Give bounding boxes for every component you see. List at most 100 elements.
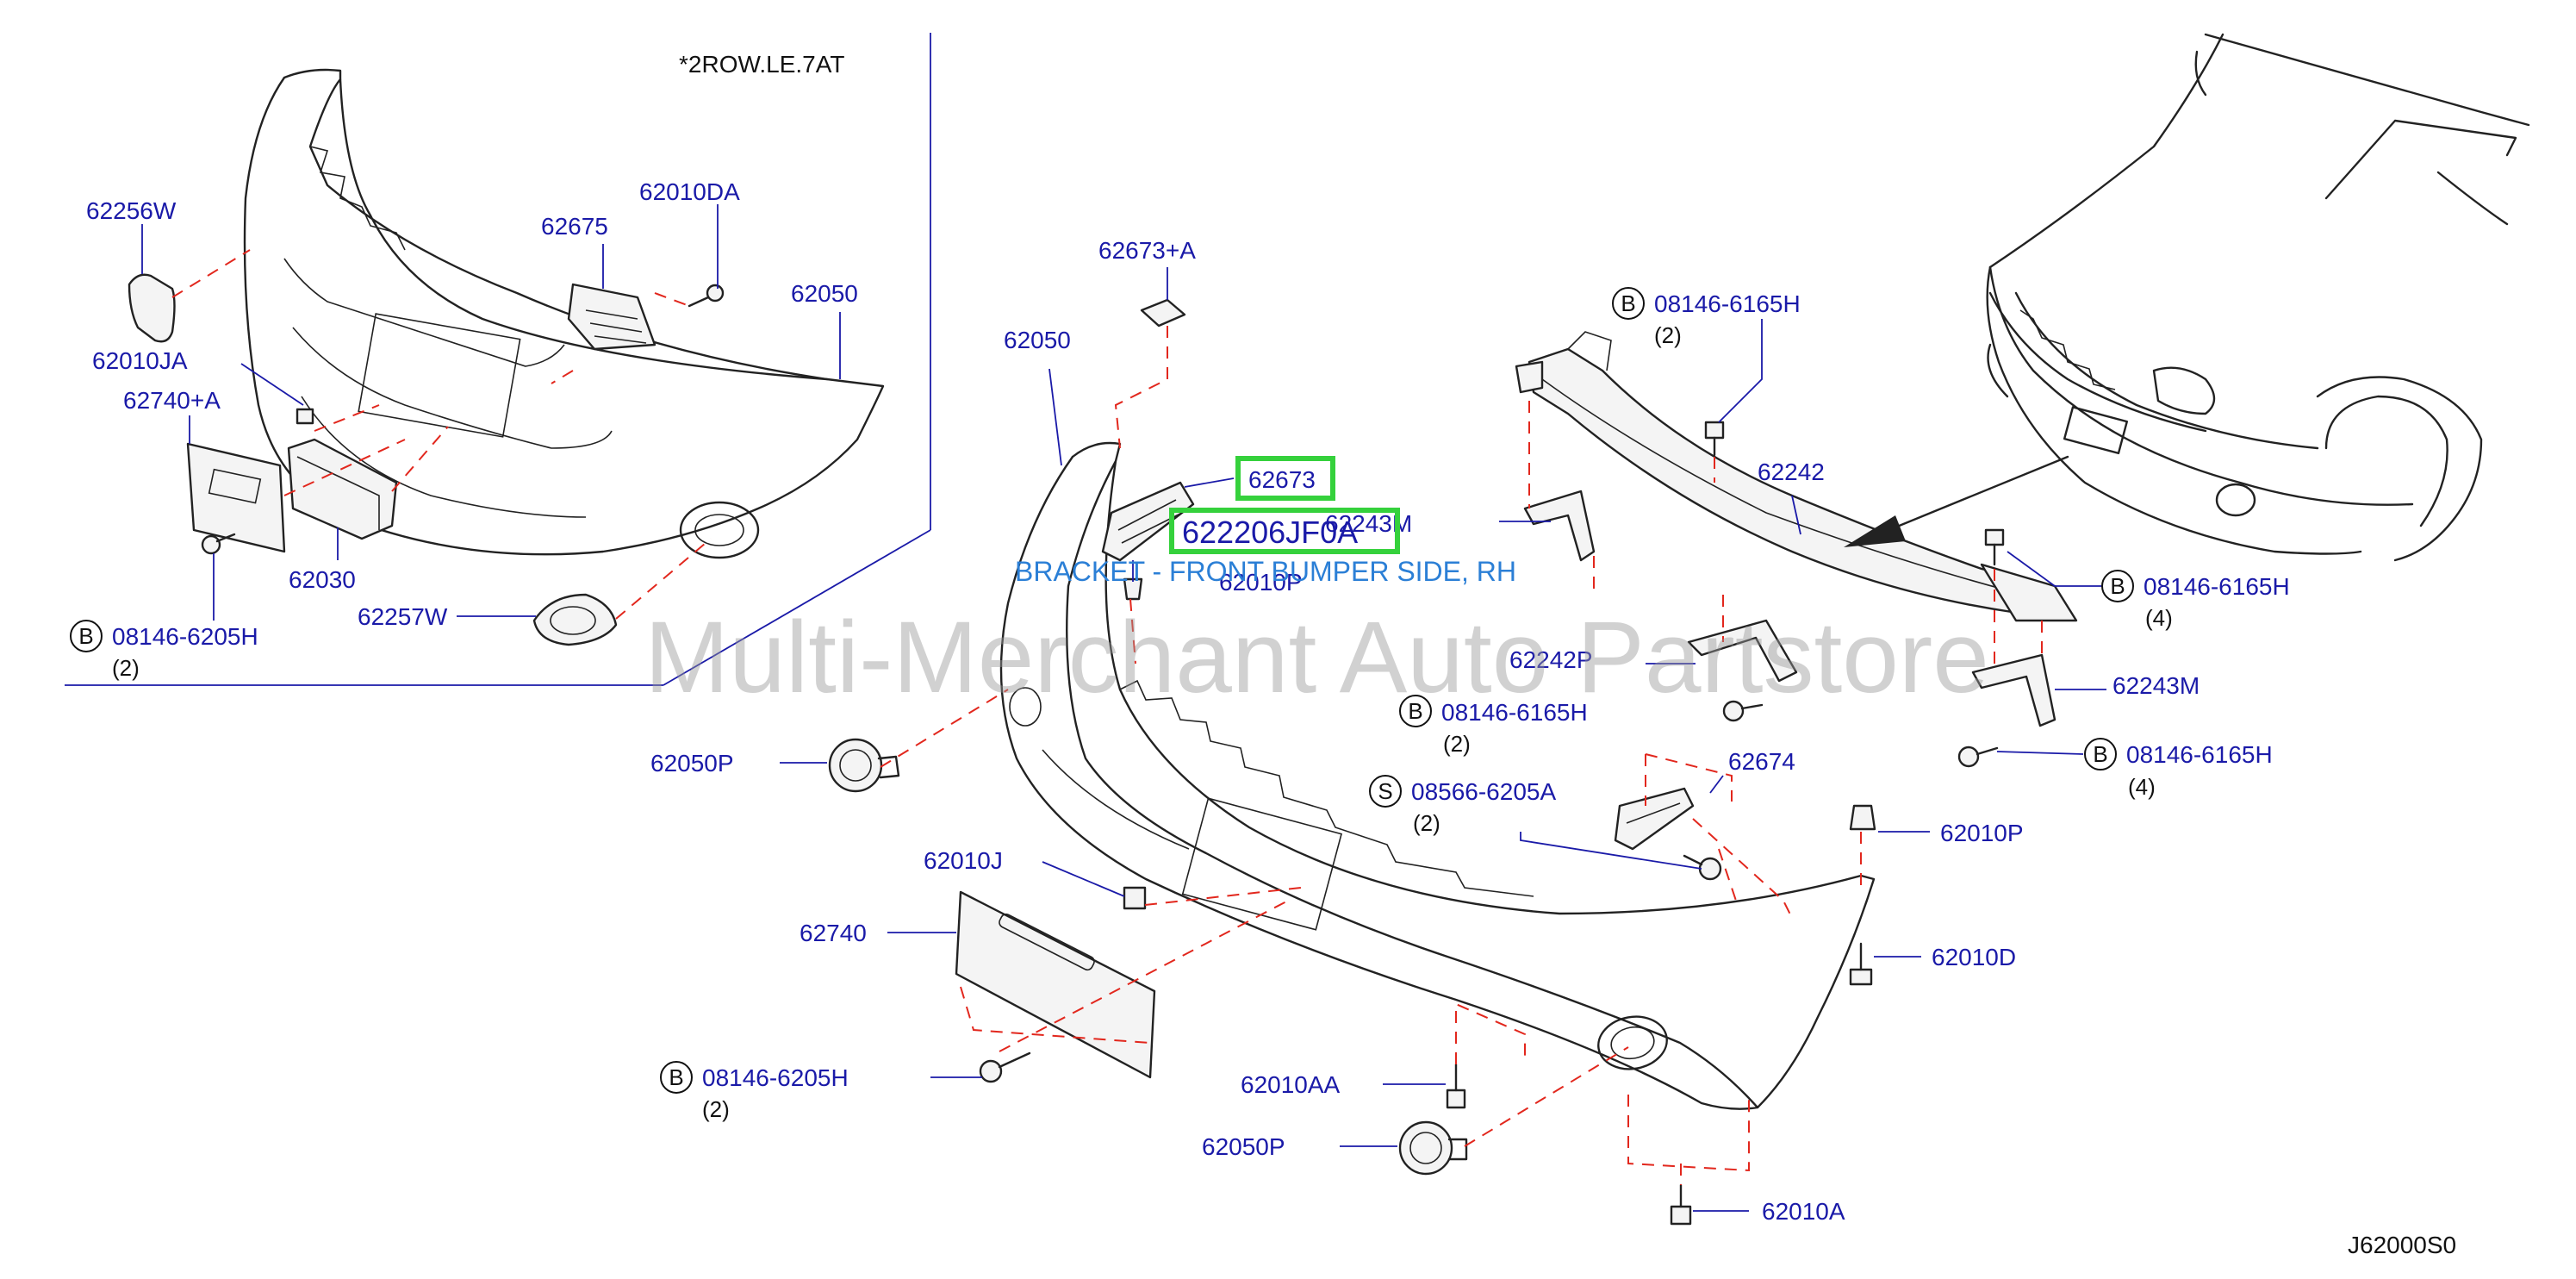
label-62256W[interactable]: 62256W	[86, 197, 177, 224]
label-62242[interactable]: 62242	[1758, 459, 1825, 485]
callout-b-left-text: B	[78, 623, 93, 649]
label-62010J[interactable]: 62010J	[924, 847, 1003, 874]
bolt-08146-6205H-left	[201, 533, 236, 555]
bolt-08566-6205A	[1683, 854, 1722, 881]
bolt-08146-6165H-top	[1704, 421, 1725, 457]
label-62257W[interactable]: 62257W	[358, 603, 448, 630]
vehicle-outline	[1986, 33, 2530, 562]
diagram-code: J62000S0	[2348, 1232, 2456, 1258]
callout-s-text: S	[1378, 778, 1392, 804]
highlight-part-box[interactable]	[1235, 456, 1335, 501]
highlight-description: BRACKET - FRONT BUMPER SIDE, RH	[1015, 556, 1516, 587]
bolt-08146-6165H-mid	[1722, 700, 1764, 722]
part-62740A	[186, 442, 286, 553]
part-62050P-lower	[1398, 1120, 1468, 1176]
callout-b-bottom	[660, 1061, 693, 1094]
qty-08146-6165H-right-bottom: (4)	[2128, 774, 2156, 800]
labels: *2ROW.LE.7AT 62256W 62010DA 62675 62050 …	[70, 51, 2456, 1258]
part-62673A	[1140, 298, 1186, 328]
part-62243M-right	[1971, 653, 2056, 727]
label-62242P[interactable]: 62242P	[1509, 646, 1593, 673]
label-62050-center[interactable]: 62050	[1004, 327, 1071, 353]
inset-dashed-guides	[171, 249, 712, 620]
label-62050P-upper[interactable]: 62050P	[650, 750, 734, 777]
main-bumper	[999, 441, 1876, 1110]
label-08566-6205A[interactable]: 08566-6205A	[1411, 778, 1556, 805]
callout-b-right-bottom-text: B	[2093, 741, 2107, 767]
clip-62010P-right	[1849, 804, 1876, 831]
right-dashed-guides	[1528, 401, 2043, 919]
inset-bumper	[243, 68, 885, 559]
callout-b-mid-text: B	[1408, 698, 1422, 724]
label-08146-6165H-mid[interactable]: 08146-6165H	[1441, 699, 1588, 726]
label-62010D[interactable]: 62010D	[1932, 944, 2016, 970]
label-62010DA[interactable]: 62010DA	[639, 178, 740, 205]
part-62257W	[532, 593, 618, 646]
part-62010JA	[296, 408, 314, 425]
label-62673A[interactable]: 62673+A	[1098, 237, 1196, 264]
qty-08146-6205H-bottom: (2)	[702, 1096, 730, 1122]
inset-frame	[65, 33, 931, 686]
part-62030	[287, 438, 398, 540]
part-62256W	[128, 273, 176, 343]
highlight-overlay[interactable]: 62673 622206JF0A BRACKET - FRONT BUMPER …	[1015, 456, 1516, 587]
label-62740[interactable]: 62740	[800, 920, 867, 946]
bolt-08146-6165H-right-top	[1984, 528, 2005, 566]
label-08146-6205H-bottom[interactable]: 08146-6205H	[702, 1064, 849, 1091]
label-08146-6165H-top[interactable]: 08146-6165H	[1654, 290, 1801, 317]
part-62673-bracket	[1101, 481, 1195, 562]
label-62050P-lower[interactable]: 62050P	[1202, 1133, 1285, 1160]
callout-b-top	[1612, 287, 1645, 320]
leader-lines	[141, 204, 2106, 1212]
callout-b-top-text: B	[1621, 290, 1635, 316]
qty-08146-6165H-top: (2)	[1654, 322, 1682, 348]
direction-arrow	[1844, 455, 2069, 547]
variant-note: *2ROW.LE.7AT	[679, 51, 844, 78]
label-62010JA[interactable]: 62010JA	[92, 347, 188, 374]
clip-62010P-center	[1123, 577, 1143, 601]
label-62010A[interactable]: 62010A	[1762, 1198, 1845, 1225]
label-08146-6165H-right-top[interactable]: 08146-6165H	[2144, 573, 2290, 600]
center-dashed-guides	[880, 326, 1750, 1185]
bolt-62010A	[1670, 1183, 1692, 1226]
label-62050-left[interactable]: 62050	[791, 280, 858, 307]
label-62243M-right[interactable]: 62243M	[2112, 672, 2200, 699]
callout-b-bottom-text: B	[669, 1064, 683, 1090]
clip-62010J	[1123, 886, 1147, 910]
label-62010AA[interactable]: 62010AA	[1241, 1071, 1341, 1098]
callout-b-left	[70, 620, 103, 652]
label-62674[interactable]: 62674	[1728, 748, 1795, 775]
callout-b-right-top-text: B	[2110, 573, 2125, 599]
highlight-part-box-fill	[1238, 459, 1333, 498]
highlight-part-label[interactable]: 62673	[1248, 466, 1316, 493]
part-62010DA	[688, 284, 725, 308]
part-62242P	[1687, 619, 1798, 683]
label-62740A[interactable]: 62740+A	[123, 387, 221, 414]
label-62010P-center[interactable]: 62010P	[1219, 569, 1303, 596]
part-62242-reinforcement	[1515, 331, 2078, 622]
bolt-08146-6165H-right-bottom	[1957, 746, 1999, 768]
bolt-62010D	[1849, 942, 1873, 986]
label-62675[interactable]: 62675	[541, 213, 608, 240]
highlight-partnumber-box[interactable]	[1169, 508, 1400, 554]
callout-s	[1369, 775, 1402, 808]
qty-08146-6205H-left: (2)	[112, 655, 140, 681]
highlight-partnumber[interactable]: 622206JF0A	[1182, 515, 1358, 550]
qty-08566-6205A: (2)	[1413, 810, 1440, 836]
bolt-62010AA	[1446, 1063, 1466, 1109]
label-62010P-right[interactable]: 62010P	[1940, 820, 2024, 846]
label-08146-6205H-left[interactable]: 08146-6205H	[112, 623, 258, 650]
part-62243M-left	[1523, 490, 1596, 562]
callout-b-right-bottom	[2084, 738, 2117, 771]
label-08146-6165H-right-bottom[interactable]: 08146-6165H	[2126, 741, 2273, 768]
qty-08146-6165H-right-top: (4)	[2145, 605, 2173, 631]
bolt-08146-6205H-bottom	[979, 1051, 1031, 1083]
part-62674	[1614, 787, 1695, 851]
part-62675	[567, 283, 656, 351]
qty-08146-6165H-mid: (2)	[1443, 731, 1471, 757]
part-62740-plate	[955, 890, 1156, 1079]
part-62050P-upper	[828, 738, 900, 793]
label-62030[interactable]: 62030	[289, 566, 356, 593]
callout-b-right-top	[2101, 570, 2134, 602]
